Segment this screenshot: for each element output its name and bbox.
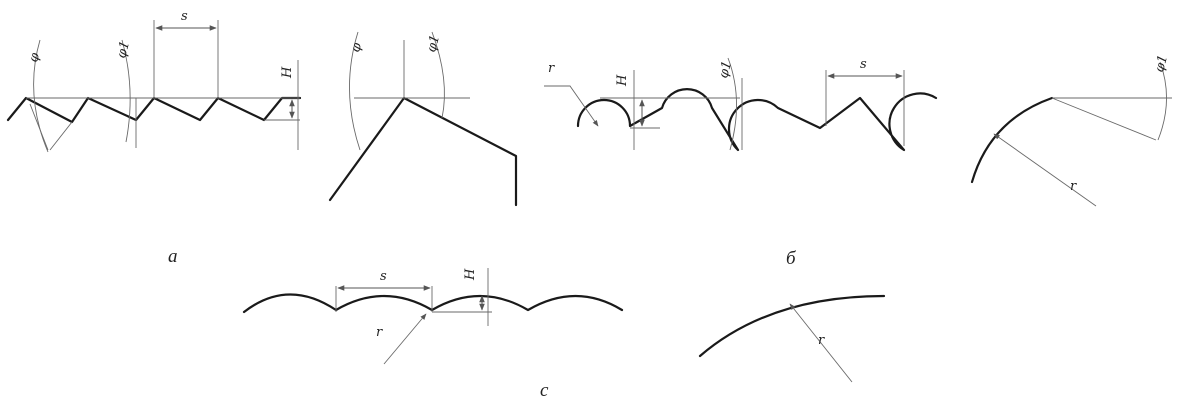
radius-leader-c-detail (789, 303, 853, 383)
angle-arc-phi1-b-detail (1157, 61, 1167, 141)
radius-label-c-detail: r (818, 333, 825, 348)
angle-arc-phi-a-detail (349, 31, 361, 151)
angle-label-phi1-b: φ1 (716, 59, 735, 80)
caption-b: б (786, 248, 797, 269)
pitch-label-c: s (380, 269, 387, 284)
angle-arc-phi-a (33, 39, 49, 153)
angle-label-phi1-a: φ1 (114, 39, 133, 60)
pitch-label-a: s (181, 9, 188, 24)
angle-label-phi-a-detail: φ (348, 40, 365, 54)
angle-arc-phi1-a-detail (431, 31, 445, 119)
radius-leader-b-detail (993, 133, 1097, 207)
panel-b-arc-detail: r φ1 (970, 53, 1172, 207)
height-label-b: H (615, 74, 630, 87)
panel-a-sawtooth-profile: s H φ φ1 (6, 9, 302, 153)
panel-a-tooth-detail: φ φ1 (328, 31, 518, 207)
angle-label-phi-a: φ (26, 50, 43, 64)
radius-label-c: r (376, 325, 383, 340)
radius-leader-c (383, 313, 427, 365)
panel-c-scalloped-profile: s H r (242, 268, 624, 365)
radius-label-b: r (548, 61, 555, 76)
height-label-a: H (280, 66, 295, 79)
radius-label-b-detail: r (1070, 179, 1077, 194)
angle-arc-phi1-b (727, 57, 737, 151)
panel-b-rounded-profile: H r φ1 s (544, 57, 938, 152)
caption-c: с (540, 380, 549, 401)
pitch-label-b: s (860, 57, 867, 72)
angle-arc-phi1-a (121, 39, 131, 143)
panel-c-arc-detail: r (698, 294, 886, 383)
height-label-c: H (463, 268, 478, 281)
radius-leader-b (544, 85, 599, 127)
angle-label-phi1-a-detail: φ1 (424, 33, 443, 54)
caption-a: а (168, 246, 178, 267)
angle-label-phi1-b-detail: φ1 (1152, 53, 1171, 74)
